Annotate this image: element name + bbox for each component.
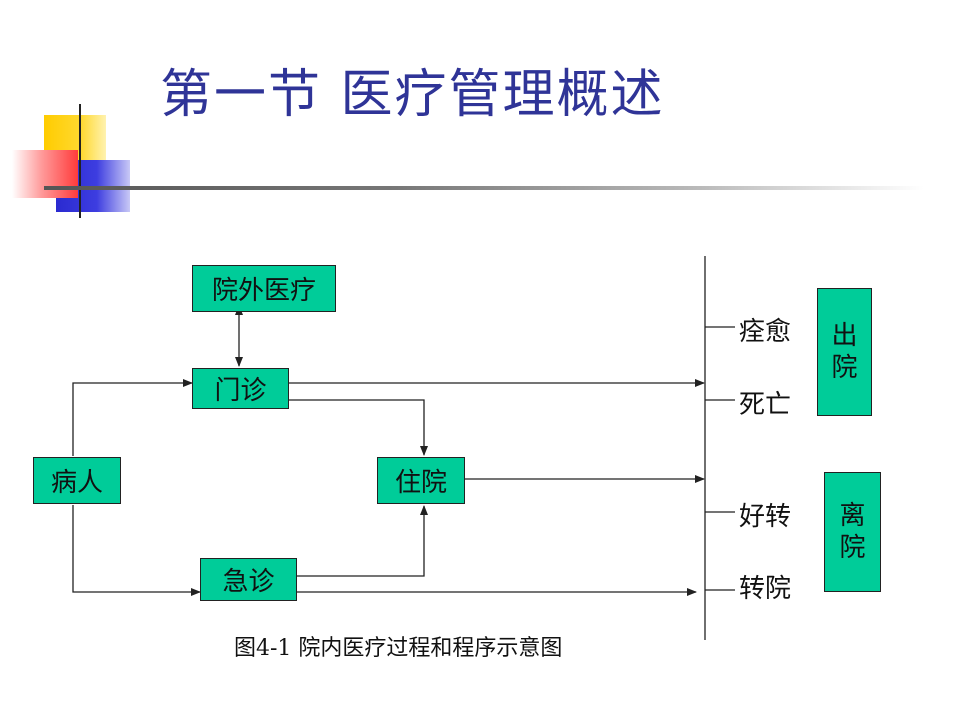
group-leave: 离 院 — [824, 472, 881, 592]
arrow-outpatient-inpatient — [289, 399, 428, 456]
deco-vertical-line — [79, 104, 81, 218]
group-discharge: 出 院 — [817, 288, 872, 416]
title-underline — [44, 186, 924, 190]
outcome-died: 死亡 — [739, 390, 792, 420]
node-external-care: 院外医疗 — [192, 265, 336, 312]
deco-red-square — [12, 150, 78, 198]
arrow-patient-emergency — [72, 505, 201, 596]
figure-caption: 图4-1 院内医疗过程和程序示意图 — [234, 636, 563, 661]
node-outpatient: 门诊 — [192, 368, 289, 409]
arrow-emergency-inpatient — [297, 505, 428, 577]
node-emergency: 急诊 — [200, 558, 297, 601]
outcome-cured: 痊愈 — [739, 317, 792, 347]
group-leave-char-1: 离 — [839, 501, 866, 531]
group-leave-char-2: 院 — [839, 533, 866, 563]
slide-title: 第一节 医疗管理概述 — [160, 65, 665, 125]
group-discharge-char-1: 出 — [831, 321, 858, 351]
arrow-patient-outpatient — [72, 379, 193, 456]
outcome-transferred: 转院 — [739, 574, 792, 604]
node-patient: 病人 — [33, 457, 121, 504]
node-inpatient: 住院 — [377, 457, 465, 504]
outcome-improved: 好转 — [739, 502, 792, 532]
group-discharge-char-2: 院 — [831, 353, 858, 383]
